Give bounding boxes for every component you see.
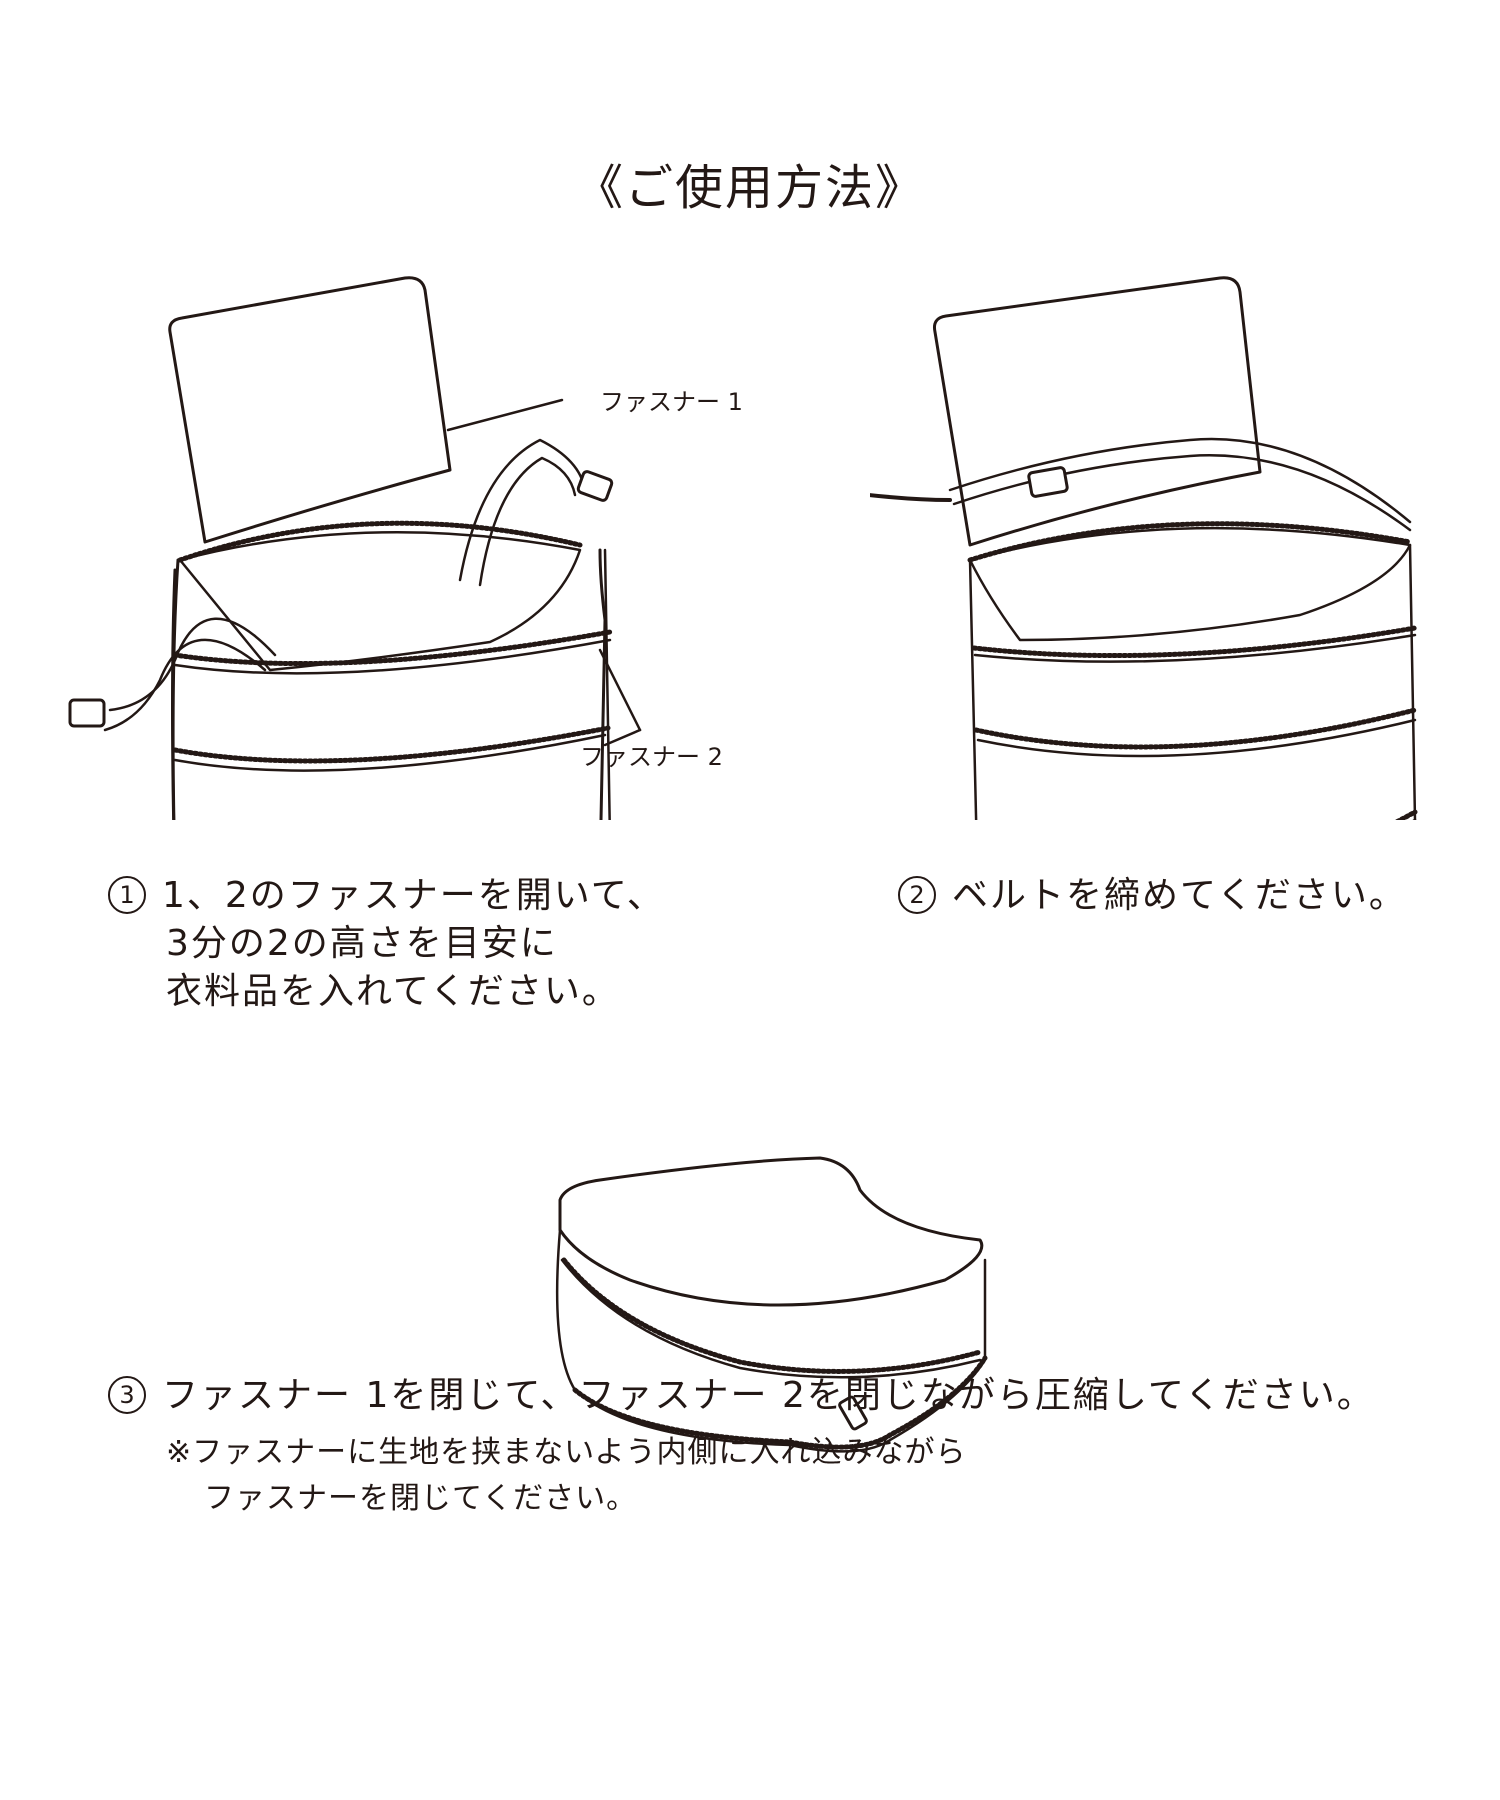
step-3-note-line-2: ファスナーを閉じてください。 [204, 1481, 638, 1516]
step-3-text: 3 ファスナー 1を閉じて、ファスナー 2を閉じながら圧縮してください。 [108, 1372, 1375, 1420]
step-1-line-2: 3分の2の高さを目安に [166, 923, 558, 964]
illustration-open-bag: ファスナー 1 ファスナー 2 [40, 260, 760, 820]
step-3-note-line-1: ※ファスナーに生地を挟まないよう内側に入れ込みながら [166, 1435, 967, 1470]
step-2-text: 2 ベルトを締めてください。 [898, 872, 1407, 920]
zipper1-label: ファスナー 1 [600, 388, 743, 416]
step-2-number: 2 [898, 876, 936, 914]
step-1-number: 1 [108, 876, 146, 914]
zipper2-label: ファスナー 2 [580, 743, 723, 771]
page-title: 《ご使用方法》 [574, 160, 925, 216]
illustration-belt-tightened [870, 260, 1470, 820]
step-1-line-3: 衣料品を入れてください。 [166, 971, 620, 1012]
illustration-compressed-bag [540, 1150, 1000, 1490]
step-3-line-1: ファスナー 1を閉じて、ファスナー 2を閉じながら圧縮してください。 [162, 1375, 1375, 1416]
step-3-number: 3 [108, 1376, 146, 1414]
step-2-line-1: ベルトを締めてください。 [952, 875, 1407, 916]
step-3-note: ※ファスナーに生地を挟まないよう内側に入れ込みながら ファスナーを閉じてください… [166, 1430, 967, 1522]
